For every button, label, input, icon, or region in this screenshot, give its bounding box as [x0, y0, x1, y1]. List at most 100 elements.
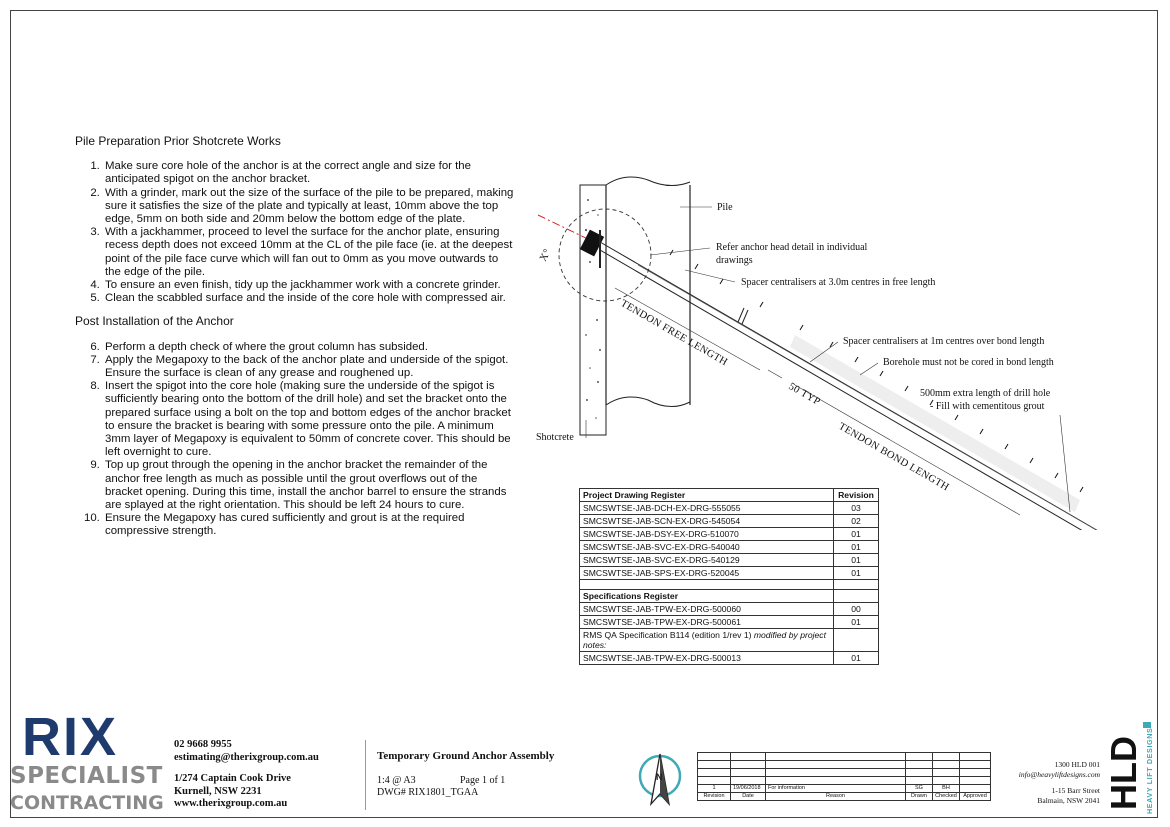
- table-cell: SMCSWTSE-JAB-TPW-EX-DRG-500060: [579, 602, 834, 616]
- table-cell: [833, 628, 879, 652]
- bond-length-dim: [794, 384, 1021, 516]
- hld-address-2: Balmain, NSW 2041: [1037, 796, 1100, 805]
- table-header: Revision: [697, 792, 731, 801]
- table-cell: SMCSWTSE-JAB-DSY-EX-DRG-510070: [579, 527, 834, 541]
- table-cell: 01: [833, 540, 879, 554]
- list-item: With a grinder, mark out the size of the…: [103, 187, 515, 227]
- table-cell: 19/06/2018: [730, 784, 766, 793]
- anchor-head: [579, 229, 605, 257]
- table-cell: SMCSWTSE-JAB-SCN-EX-DRG-545054: [579, 514, 834, 528]
- drawing-register-table: Project Drawing Register Revision SMCSWT…: [579, 488, 879, 665]
- shotcrete-hatch: [584, 199, 601, 419]
- pile-bottom-break: [605, 396, 691, 407]
- contact-block: 02 9668 9955 estimating@therixgroup.com.…: [174, 739, 319, 764]
- list-item: With a jackhammer, proceed to level the …: [103, 226, 515, 279]
- label-anchor-head: Refer anchor head detail in individual: [716, 242, 868, 253]
- table-row: RMS QA Specification B114 (edition 1/rev…: [579, 628, 879, 652]
- leader-spacer-bond: [809, 341, 839, 363]
- table-cell: 1: [697, 784, 731, 793]
- svg-text:N: N: [656, 772, 663, 782]
- revision-header: Revision: [833, 488, 879, 502]
- leader-spacer-free: [684, 269, 736, 283]
- rix-logo: RIX: [22, 707, 119, 767]
- scale-block: 1:4 @ A3 DWG# RIX1801_TGAA: [377, 775, 478, 799]
- table-cell: 01: [833, 651, 879, 665]
- list-item: Clean the scabbled surface and the insid…: [103, 292, 515, 305]
- table-cell: 02: [833, 514, 879, 528]
- table-cell: 01: [833, 553, 879, 567]
- hld-tagline-text: HEAVY LIFT DESIGNS: [1145, 728, 1154, 814]
- table-cell: RMS QA Specification B114 (edition 1/rev…: [579, 628, 834, 652]
- list-item: Perform a depth check of where the grout…: [103, 341, 515, 354]
- divider: [365, 740, 366, 810]
- drawing-number: DWG# RIX1801_TGAA: [377, 787, 479, 798]
- angle-label: X°: [538, 247, 554, 263]
- table-header: Checked: [932, 792, 960, 801]
- table-cell: SMCSWTSE-JAB-TPW-EX-DRG-500061: [579, 615, 834, 629]
- list-item: Insert the spigot into the core hole (ma…: [103, 380, 515, 459]
- table-cell: BH: [932, 784, 960, 793]
- email: estimating@therixgroup.com.au: [174, 751, 319, 763]
- page-number: Page 1 of 1: [460, 775, 506, 786]
- table-cell: 01: [833, 615, 879, 629]
- leader-anchor-head: [649, 247, 711, 256]
- drawing-border: [10, 10, 1158, 818]
- drawing-register-header: Project Drawing Register: [579, 488, 834, 502]
- title-block: RIX SPECIALIST CONTRACTING 02 9668 9955 …: [10, 700, 1158, 818]
- label-pile: Pile: [717, 202, 733, 213]
- label-extra-fill: - Fill with cementitous grout: [930, 401, 1045, 412]
- revision-table: 1 19/06/2018 For information SG BH Revis…: [697, 752, 991, 801]
- table-cell: 03: [833, 501, 879, 515]
- table-cell: 01: [833, 566, 879, 580]
- hld-accent: [1143, 722, 1151, 728]
- table-cell: SMCSWTSE-JAB-SVC-EX-DRG-540129: [579, 553, 834, 567]
- table-row: 1 19/06/2018 For information SG BH: [697, 784, 991, 793]
- rms-spec-note: modified by project notes:: [583, 630, 826, 650]
- post-installation-list: Perform a depth check of where the grout…: [75, 341, 515, 539]
- pile-preparation-list: Make sure core hole of the anchor is at …: [75, 160, 515, 305]
- tendon-strand: [637, 264, 1098, 530]
- hld-logo-text: HLD: [1106, 736, 1140, 810]
- table-header: Date: [730, 792, 766, 801]
- list-item: Make sure core hole of the anchor is at …: [103, 160, 515, 186]
- website: www.therixgroup.com.au: [174, 798, 288, 809]
- table-cell: SG: [905, 784, 933, 793]
- label-anchor-head-2: drawings: [716, 255, 753, 266]
- hld-phone: 1300 HLD 001: [1054, 760, 1100, 769]
- table-cell: 00: [833, 602, 879, 616]
- table-header: Reason: [765, 792, 906, 801]
- phone: 02 9668 9955: [174, 739, 232, 750]
- table-cell: SMCSWTSE-JAB-DCH-EX-DRG-555055: [579, 501, 834, 515]
- leader-borehole: [859, 362, 879, 376]
- tendon-bond-length-label: TENDON BOND LENGTH: [837, 421, 951, 493]
- break-mark: [737, 307, 745, 323]
- hld-contact: 1300 HLD 001 info@heavyliftdesigns.com 1…: [1019, 760, 1100, 806]
- list-item: Apply the Megapoxy to the back of the an…: [103, 354, 515, 380]
- label-borehole: Borehole must not be cored in bond lengt…: [883, 357, 1054, 368]
- list-item: Ensure the Megapoxy has cured sufficient…: [103, 512, 515, 538]
- shotcrete-wall: [579, 184, 607, 436]
- specifications-register-header: Specifications Register: [579, 589, 834, 603]
- leader-extra-length: [1059, 414, 1071, 513]
- revision-header-row: Revision Date Reason Drawn Checked Appro…: [697, 792, 991, 801]
- label-spacer-bond: Spacer centralisers at 1m centres over b…: [843, 336, 1044, 347]
- address-line-1: 1/274 Captain Cook Drive: [174, 773, 291, 784]
- hld-email: info@heavyliftdesigns.com: [1018, 770, 1100, 779]
- table-cell: [959, 784, 991, 793]
- table-header: Approved: [959, 792, 991, 801]
- installation-notes: Pile Preparation Prior Shotcrete Works M…: [75, 134, 515, 549]
- section-title-pile-preparation: Pile Preparation Prior Shotcrete Works: [75, 134, 281, 148]
- table-cell: [833, 589, 879, 603]
- rix-logo-contracting: CONTRACTING: [10, 792, 164, 814]
- hld-address-1: 1-15 Barr Street: [1051, 786, 1100, 795]
- anchor-section-drawing: TENDON FREE LENGTH TENDON BOND LENGTH 50…: [536, 176, 1098, 530]
- tendon-free-length-label: TENDON FREE LENGTH: [619, 298, 730, 368]
